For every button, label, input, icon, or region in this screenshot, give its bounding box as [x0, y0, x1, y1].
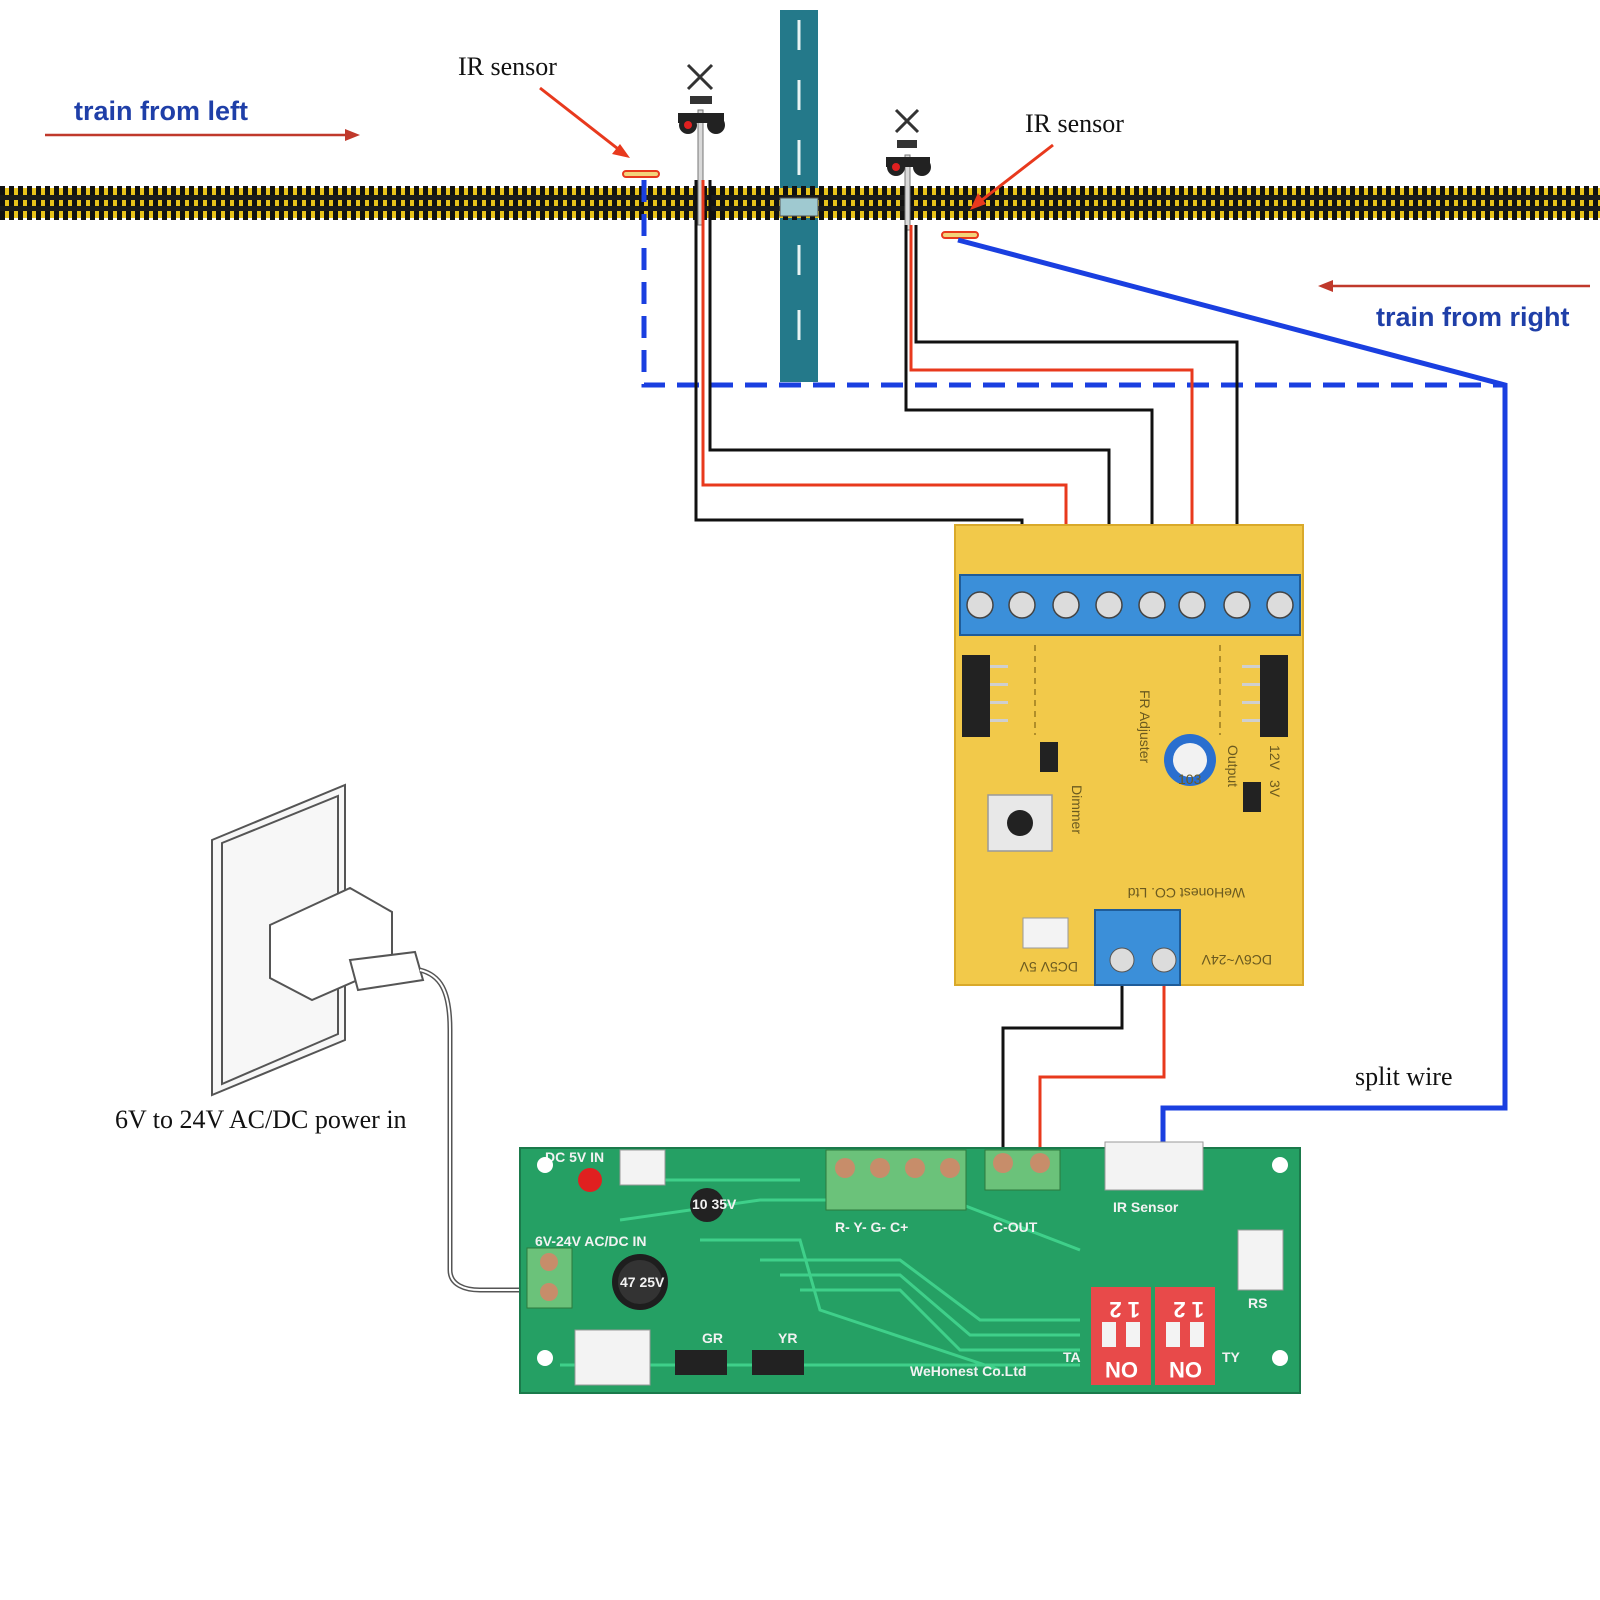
- company-label-yellow: WeHonest CO. Ltd: [1128, 885, 1245, 901]
- dimmer-label: Dimmer: [1069, 785, 1085, 834]
- ir-sensor-board-label: IR Sensor: [1113, 1199, 1179, 1215]
- company-label-green: WeHonest Co.Ltd: [910, 1363, 1026, 1379]
- yr-label: YR: [778, 1330, 797, 1346]
- screw-terminal: [1138, 591, 1166, 619]
- ir-wire-right: [957, 237, 1508, 1178]
- acdc-in-label: 6V-24V AC/DC IN: [535, 1233, 647, 1249]
- yellow-board-screw-terminals: [966, 591, 1294, 619]
- pot-label: 103: [1178, 771, 1202, 787]
- c-out-label: C-OUT: [993, 1219, 1038, 1235]
- split-wire-label: split wire: [1355, 1062, 1453, 1091]
- yellow-controller-board: 103 FR Adjuster Dimmer Output 12V 3V WeH…: [954, 524, 1304, 986]
- screw-terminal: [1223, 591, 1251, 619]
- ty-label: TY: [1222, 1349, 1241, 1365]
- crossing-signal-left: [678, 63, 725, 226]
- screw-terminal: [1052, 591, 1080, 619]
- ta-label: TA: [1063, 1349, 1081, 1365]
- ir-sensor-left-label: IR sensor: [458, 52, 557, 81]
- gr-label: GR: [702, 1330, 723, 1346]
- screw-terminal: [1095, 591, 1123, 619]
- ir-sensor-left-pointer: [539, 86, 630, 158]
- rs-label: RS: [1248, 1295, 1267, 1311]
- screw-terminal: [966, 591, 994, 619]
- ir-sensor-left: [622, 170, 660, 178]
- dip-1-numbers: 1 2: [1109, 1297, 1140, 1322]
- crossing-signal-right: [886, 108, 931, 231]
- train-from-left-arrow: [45, 129, 360, 141]
- screw-terminal: [1008, 591, 1036, 619]
- power-in-label: 6V to 24V AC/DC power in: [115, 1105, 407, 1134]
- cap-large-label: 47 25V: [620, 1274, 665, 1290]
- terminals-label: R- Y- G- C+: [835, 1219, 908, 1235]
- screw-terminal: [1178, 591, 1206, 619]
- dip-1-on-label: ON: [1105, 1357, 1138, 1382]
- train-from-right-label: train from right: [1376, 302, 1570, 332]
- voltage-label-yellow: DC6V~24V: [1201, 952, 1272, 968]
- ir-sensor-right: [941, 231, 979, 239]
- dip-2-numbers: 1 2: [1173, 1297, 1204, 1322]
- signal-wires: [694, 180, 1239, 1162]
- ir-wire-left-dashed: [641, 180, 1505, 388]
- train-from-right-arrow: [1318, 280, 1590, 292]
- railroad-track: [0, 186, 1600, 220]
- train-from-left-label: train from left: [74, 96, 248, 126]
- opt-3v-label: 3V: [1267, 780, 1283, 798]
- usb-charger: [269, 886, 425, 1002]
- green-main-board: DC 5V IN 10 35V 6V-24V AC/DC IN 47 25V G…: [519, 1141, 1301, 1394]
- dip-2-on-label: ON: [1169, 1357, 1202, 1382]
- fr-adjuster-label: FR Adjuster: [1137, 690, 1153, 763]
- out-5v-label: DC5V 5V: [1019, 959, 1078, 975]
- ir-sensor-right-pointer: [970, 143, 1054, 210]
- ir-sensor-wires: [641, 180, 1508, 1178]
- opt-12v-label: 12V: [1267, 745, 1283, 771]
- screw-terminal: [1266, 591, 1294, 619]
- cap-small-label: 10 35V: [692, 1196, 737, 1212]
- ir-sensor-right-label: IR sensor: [1025, 109, 1124, 138]
- output-label: Output: [1225, 745, 1241, 787]
- dc-in-label: DC 5V IN: [545, 1149, 604, 1165]
